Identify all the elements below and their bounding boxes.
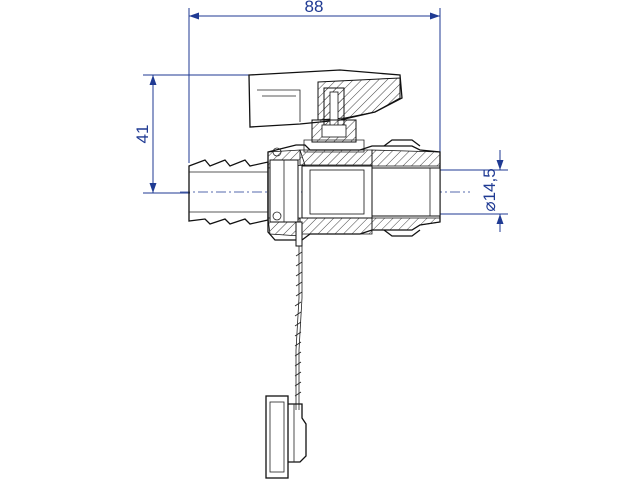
valve-body [267, 139, 441, 241]
height-label: 41 [133, 125, 152, 144]
stem [303, 87, 365, 153]
retaining-chain [294, 221, 303, 410]
width-label: 88 [305, 0, 324, 16]
width-dimension: 88 [188, 0, 441, 163]
end-cap [265, 395, 307, 479]
diameter-label: ⌀14,5 [480, 168, 499, 211]
hose-barb [188, 159, 269, 225]
diameter-dimension: ⌀14,5 [440, 150, 508, 232]
height-dimension: 41 [133, 74, 250, 194]
